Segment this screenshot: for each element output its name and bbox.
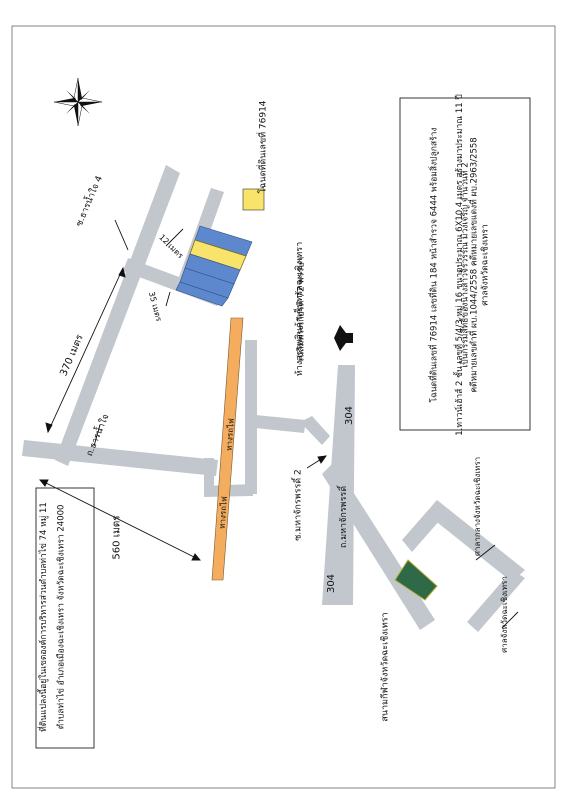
pointer-mahachak2-head (317, 455, 327, 464)
pointer-tharnamjai (93, 424, 101, 447)
railway-track (211, 317, 244, 581)
loop-road-right (467, 570, 525, 632)
direction-arrow-icon (334, 325, 353, 351)
label-dist-560: 560 เมตร (111, 515, 123, 560)
arrow-370 (47, 267, 124, 433)
page-border (11, 25, 556, 789)
road-tharnamjai (22, 440, 218, 476)
arrow-560-head-a (39, 479, 49, 487)
stadium-block (394, 559, 438, 601)
label-304-b: 304 (326, 573, 338, 594)
pointer-court-2 (501, 611, 519, 629)
info-line-1: โฉนดที่ดินเลขที่ 76914 เลขที่ดิน 184 หน้… (429, 127, 440, 403)
road-diagonal-north (55, 165, 180, 466)
address-line-2: ตำบลท่าไข่ อำเภอเมืองฉะเชิงเทรา จังหวัดฉ… (56, 504, 67, 730)
arrow-35 (165, 291, 171, 307)
arrow-370-head-a (45, 422, 53, 434)
label-stadium: สนามกีฬาจังหวัดฉะเชิงเทรา (380, 612, 391, 722)
townhouse-unit (175, 281, 229, 307)
label-mall-line2: เฉลิมพระเกียรติ 72 พรรษา (296, 256, 307, 362)
label-railway-2: ทางรถไฟ (217, 495, 229, 530)
pointer-court-1 (475, 544, 496, 561)
arrow-12 (165, 228, 184, 247)
compass-rose-icon (53, 77, 103, 127)
dimension-arrows (39, 219, 519, 629)
arrow-370-head-b (118, 266, 126, 278)
label-railway-1: ทางรถไฟ (224, 417, 236, 452)
label-304-a: 304 (344, 405, 356, 426)
pointer-soi4 (114, 219, 129, 251)
road-zigzag-4 (245, 414, 306, 433)
arrow-560 (39, 479, 201, 561)
arrow-560-head-b (191, 553, 201, 561)
label-parcel-legend: โฉนดที่ดินเลขที่ 76914 (258, 100, 269, 194)
address-box (35, 487, 95, 749)
loop-road-top (428, 500, 525, 582)
label-mahachak-2: ซ.มหาจักรพรรดิ์ 2 (293, 469, 304, 541)
label-court-2: ศาลจังหวัดฉะเชิงเทรา (499, 576, 509, 653)
townhouse-block (175, 225, 253, 307)
label-court-1: ศาลากลางจังหวัดฉะเชิงเทรา (473, 456, 483, 557)
road-to-304 (300, 416, 330, 445)
label-mahachak: ถ.มหาจักรพรรดิ์ (339, 485, 350, 549)
road-network (22, 165, 525, 632)
address-line-1: ที่ดินแปลงนี้อยู่ในเขตองค์การบริหารส่วนต… (38, 502, 49, 732)
info-line-5: ศาลจังหวัดฉะเชิงเทรา (480, 224, 491, 306)
info-box (399, 97, 531, 431)
legend-parcel-swatch (242, 188, 265, 211)
